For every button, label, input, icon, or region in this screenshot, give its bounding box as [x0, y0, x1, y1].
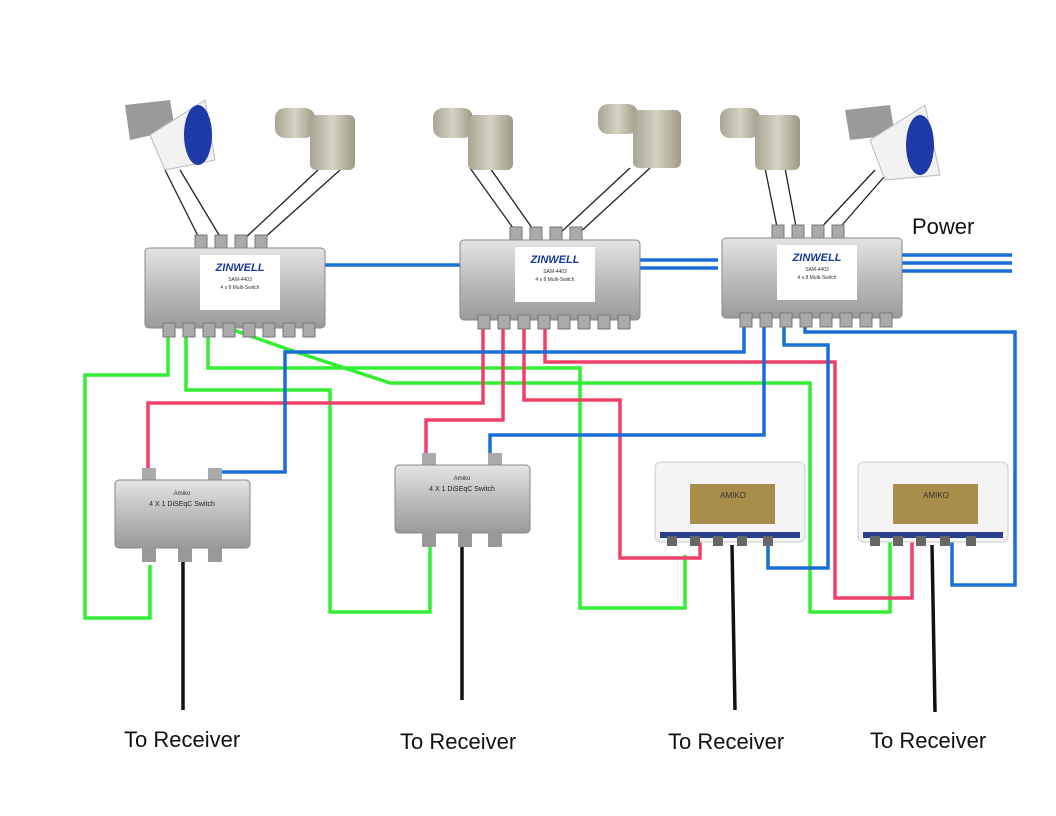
dish-lnb-1: [125, 99, 216, 171]
diseqc-switch-2: Amiko 4 X 1 DiSEqC Switch: [394, 453, 531, 547]
lnb-5: [720, 108, 800, 170]
multiswitch-1: ZINWELL SAM-4403 4 x 8 Multi-Switch: [144, 234, 326, 338]
output-port: [839, 312, 853, 328]
output-port: [879, 312, 893, 328]
multiswitch-type: 4 x 8 Multi-Switch: [535, 277, 574, 283]
output-port: [557, 314, 571, 330]
port: [488, 531, 502, 547]
amiko-switch-1: AMIKO: [654, 461, 806, 546]
port: [178, 546, 192, 562]
lnb-4: [598, 104, 681, 168]
output-port: [859, 312, 873, 328]
multiswitch-2: ZINWELL SAM-4403 4 x 8 Multi-Switch: [459, 226, 641, 330]
port: [870, 536, 880, 546]
port: [667, 536, 677, 546]
amiko-switch-2: AMIKO: [857, 461, 1009, 546]
output-port: [759, 312, 773, 328]
power-label: Power: [912, 214, 974, 239]
multiswitch-brand: ZINWELL: [792, 252, 842, 264]
amiko-base-strip: [660, 532, 800, 538]
output-port: [182, 322, 196, 338]
trunk-cables: [325, 253, 1012, 273]
amiko-base-strip: [863, 532, 1003, 538]
output-port: [517, 314, 531, 330]
multiswitch-3: ZINWELL SAM-4403 4 x 8 Multi-Switch: [721, 224, 903, 328]
output-port: [222, 322, 236, 338]
output-port: [799, 312, 813, 328]
output-port: [162, 322, 176, 338]
output-port: [577, 314, 591, 330]
diseqc-brand: Amiko: [174, 491, 191, 497]
output-port: [597, 314, 611, 330]
port: [690, 536, 700, 546]
output-port: [819, 312, 833, 328]
output-port: [537, 314, 551, 330]
lnb-3: [433, 108, 513, 170]
port: [737, 536, 747, 546]
green-cables: [83, 325, 892, 620]
red-cables: [146, 325, 914, 600]
receiver-cables: [181, 544, 937, 713]
port: [966, 536, 976, 546]
port: [208, 546, 222, 562]
multiswitch-label-panel: [777, 245, 857, 300]
multiswitch-label-panel: [200, 255, 280, 310]
multiswitch-model: SAM-4403: [228, 277, 252, 283]
receiver-label-1: To Receiver: [124, 727, 240, 752]
receiver-label-2: To Receiver: [400, 729, 516, 754]
port: [763, 536, 773, 546]
multiswitch-type: 4 x 8 Multi-Switch: [797, 275, 836, 281]
receiver-label-3: To Receiver: [668, 729, 784, 754]
output-port: [282, 322, 296, 338]
lnb-2: [275, 108, 355, 170]
diseqc-title: 4 X 1 DiSEqC Switch: [149, 501, 215, 508]
multiswitch-model: SAM-4403: [543, 269, 567, 275]
output-port: [242, 322, 256, 338]
multiswitch-type: 4 x 8 Multi-Switch: [220, 285, 259, 291]
port: [142, 546, 156, 562]
output-port: [302, 322, 316, 338]
output-port: [739, 312, 753, 328]
multiswitch-label-panel: [515, 247, 595, 302]
dish-lnb-2: [845, 104, 941, 181]
amiko-label-panel: [893, 484, 978, 524]
lnb-cables: [164, 167, 891, 241]
multiswitch-model: SAM-4403: [805, 267, 829, 273]
multiswitch-brand: ZINWELL: [215, 262, 265, 274]
output-port: [617, 314, 631, 330]
port: [893, 536, 903, 546]
port: [916, 536, 926, 546]
diseqc-switch-1: Amiko 4 X 1 DiSEqC Switch: [114, 468, 251, 562]
amiko-brand: AMIKO: [720, 491, 746, 500]
amiko-label-panel: [690, 484, 775, 524]
output-port: [477, 314, 491, 330]
port: [422, 531, 436, 547]
output-port: [262, 322, 276, 338]
port: [713, 536, 723, 546]
output-port: [779, 312, 793, 328]
diseqc-brand: Amiko: [454, 476, 471, 482]
output-port: [202, 322, 216, 338]
output-port: [497, 314, 511, 330]
amiko-brand: AMIKO: [923, 491, 949, 500]
port: [458, 531, 472, 547]
diseqc-title: 4 X 1 DiSEqC Switch: [429, 486, 495, 493]
receiver-label-4: To Receiver: [870, 728, 986, 753]
port: [940, 536, 950, 546]
multiswitch-brand: ZINWELL: [530, 254, 580, 266]
